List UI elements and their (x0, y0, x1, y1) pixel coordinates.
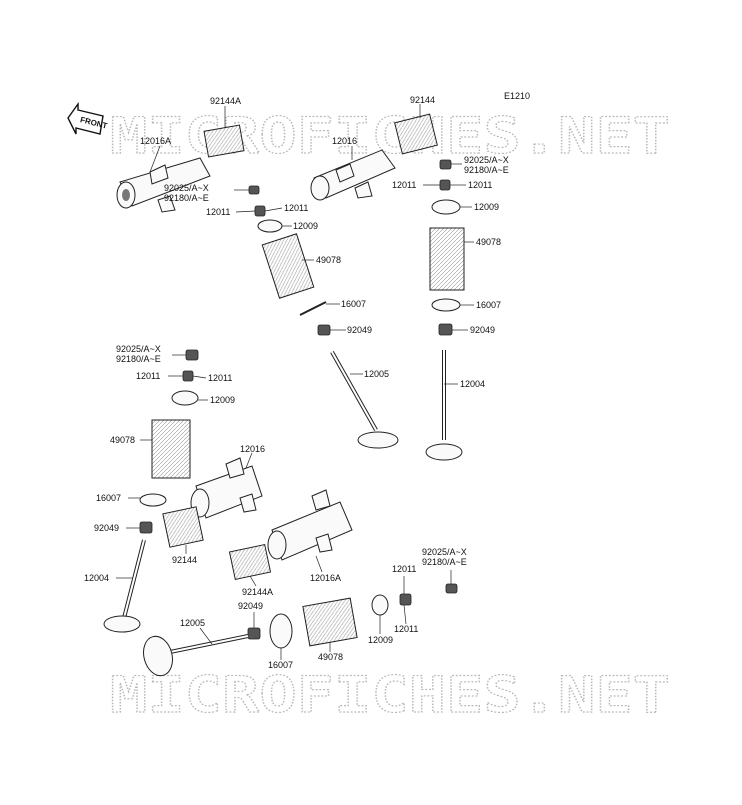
seat-mid-left (139, 493, 167, 507)
seat-bottom (269, 613, 293, 649)
label-12009-top-left: 12009 (293, 221, 318, 231)
label-12016a-top: 12016A (140, 136, 171, 146)
retainer-top-left (257, 219, 283, 233)
label-16007-top-right: 16007 (476, 300, 501, 310)
label-12005-bottom: 12005 (180, 618, 205, 628)
label-12011-mid-left-a: 12011 (136, 371, 160, 381)
keeper-top-right (439, 179, 451, 191)
label-92144a-top: 92144A (210, 96, 241, 106)
seal-top-right (438, 323, 453, 336)
valve-12005-top (330, 351, 399, 449)
label-12016a-mid: 12016A (310, 573, 341, 583)
label-92049-bottom: 92049 (238, 601, 263, 611)
seal-bottom (247, 627, 261, 640)
valve-spring-bottom (302, 597, 358, 647)
label-12016-mid: 12016 (240, 444, 265, 454)
valve-spring-top-left (261, 233, 315, 299)
label-16007-mid-left: 16007 (96, 493, 121, 503)
valve-spring-mid-left (151, 419, 191, 479)
label-12009-bottom: 12009 (368, 635, 393, 645)
label-12011-top-right-b: 12011 (468, 180, 492, 190)
keeper-mid-left (182, 370, 194, 382)
label-12011-top-right-a: 12011 (392, 180, 416, 190)
label-49078-top-left: 49078 (316, 255, 341, 265)
label-92144a-mid: 92144A (242, 587, 273, 597)
shim-bottom (445, 583, 458, 594)
watermark-top: MICROFICHES.NET (110, 107, 670, 165)
label-12004-mid: 12004 (84, 573, 109, 583)
rocker-arm-12016-mid (190, 457, 263, 519)
label-92025-mid-left: 92025/A~X (116, 344, 161, 354)
spring-92144a-mid (228, 543, 272, 581)
keeper-bottom (399, 593, 412, 606)
label-92025-top-left: 92025/A~X (164, 183, 209, 193)
label-12011-top-left-b: 12011 (284, 203, 308, 213)
part-labels: 92144A 12016A 92025/A~X 92180/A~E 12011 … (84, 95, 509, 670)
retainer-mid-left (171, 390, 199, 406)
label-49078-mid-left: 49078 (110, 435, 135, 445)
watermark-bottom: MICROFICHES.NET (110, 666, 670, 724)
label-12011-mid-left-b: 12011 (208, 373, 232, 383)
label-92180-top-left: 92180/A~E (164, 193, 209, 203)
label-92049-mid-left: 92049 (94, 523, 119, 533)
seal-top-left (317, 324, 331, 336)
label-16007-bottom: 16007 (268, 660, 293, 670)
rocker-arm-12016a-mid (267, 489, 353, 561)
label-49078-top-right: 49078 (476, 237, 501, 247)
label-12016-top: 12016 (332, 136, 357, 146)
leader-lines (116, 104, 474, 660)
rocker-arm-12016-top (310, 149, 396, 201)
rocker-arm-12016a-top (116, 157, 211, 213)
spring-92144-mid (162, 506, 204, 548)
label-12011-bottom-b: 12011 (394, 624, 418, 634)
label-12009-mid-left: 12009 (210, 395, 235, 405)
label-12011-bottom-a: 12011 (392, 564, 416, 574)
shim-top-right (439, 159, 452, 170)
label-12005-top: 12005 (364, 369, 389, 379)
spring-92144a-top (203, 124, 245, 158)
valve-spring-top-right (429, 227, 465, 291)
label-92049-top-left: 92049 (347, 325, 372, 335)
label-92180-top-right: 92180/A~E (464, 165, 509, 175)
front-arrow-icon: FRONT (67, 101, 108, 135)
seal-mid-left (139, 521, 153, 534)
label-16007-top-left: 16007 (341, 299, 366, 309)
label-49078-bottom: 49078 (318, 652, 343, 662)
label-12011-top-left-a: 12011 (206, 207, 230, 217)
label-12009-top-right: 12009 (474, 202, 499, 212)
valve-12004-top (425, 350, 463, 461)
shim-mid-left (185, 349, 199, 361)
label-92144-mid: 92144 (172, 555, 197, 565)
seat-top-right (431, 298, 461, 312)
label-92180-bottom: 92180/A~E (422, 557, 467, 567)
retainer-top-right (431, 199, 461, 215)
label-92025-top-right: 92025/A~X (464, 155, 509, 165)
label-12004-top: 12004 (460, 379, 485, 389)
diagram-code: E1210 (504, 91, 530, 101)
label-92144-top: 92144 (410, 95, 435, 105)
keeper-top-left (254, 205, 266, 217)
label-92180-mid-left: 92180/A~E (116, 354, 161, 364)
valve-12005-bottom (143, 634, 249, 677)
spring-92144-top (394, 113, 438, 155)
seat-top-left (299, 301, 327, 316)
label-92025-bottom: 92025/A~X (422, 547, 467, 557)
label-92049-top-right: 92049 (470, 325, 495, 335)
valve-12004-mid (103, 539, 146, 633)
retainer-bottom (371, 594, 389, 616)
shim-top-left (248, 185, 260, 195)
